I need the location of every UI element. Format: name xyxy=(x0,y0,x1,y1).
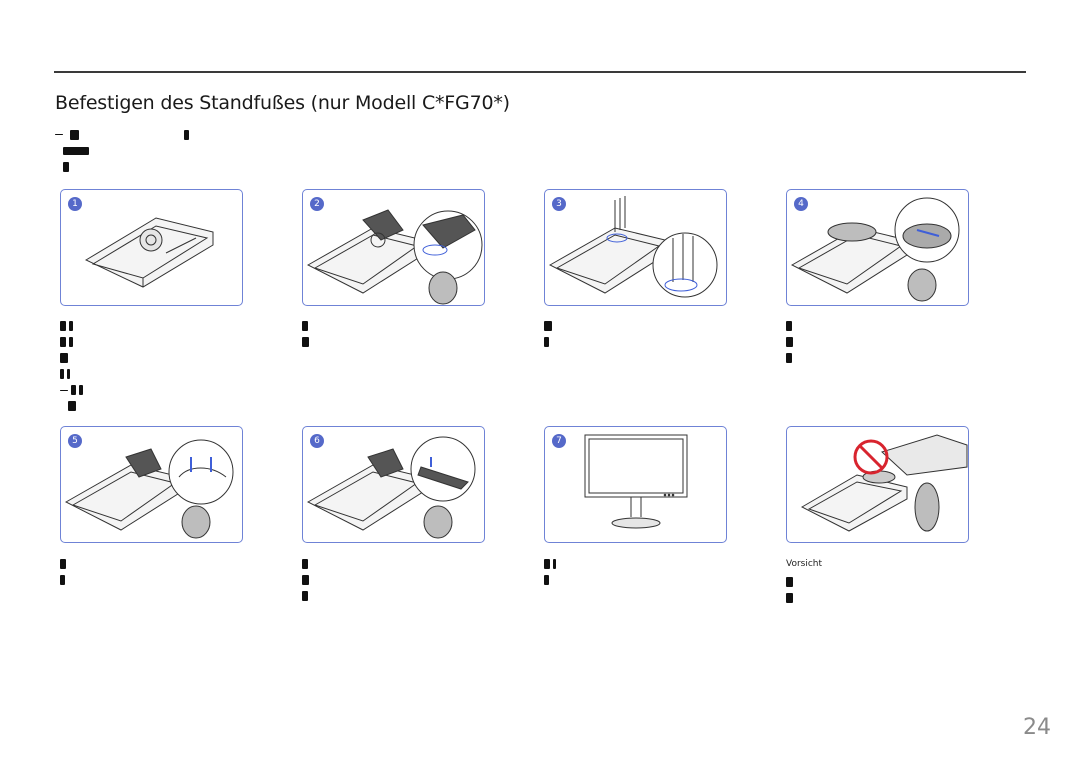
prohibited-lift-by-stand-icon xyxy=(800,434,968,532)
step-badge: 3 xyxy=(552,197,566,211)
step-7-illustration: 7 xyxy=(544,426,727,543)
intro-note-line-3 xyxy=(63,158,69,172)
caution-label: Vorsicht xyxy=(786,559,823,569)
step-2-illustration: 2 xyxy=(302,189,485,306)
step-badge: 4 xyxy=(794,197,808,211)
caution-caption: Vorsicht xyxy=(786,556,966,606)
screws-fasten-icon xyxy=(548,196,718,298)
page-number: 24 xyxy=(1023,715,1051,740)
cover-attach-icon xyxy=(306,436,476,539)
step-6-caption xyxy=(302,556,482,604)
step-2-caption xyxy=(302,318,482,350)
step-badge: 5 xyxy=(68,434,82,448)
step-6-illustration: 6 xyxy=(302,426,485,543)
step-4-caption xyxy=(786,318,966,366)
step-3-caption xyxy=(544,318,724,350)
top-rule xyxy=(54,71,1026,73)
page-title: Befestigen des Standfußes (nur Modell C*… xyxy=(55,92,510,114)
step-badge: 2 xyxy=(310,197,324,211)
step-5-caption xyxy=(60,556,240,588)
step-7-caption xyxy=(544,556,724,588)
monitor-upright-icon xyxy=(584,434,688,529)
monitor-back-face-down-icon xyxy=(84,217,214,288)
step-badge: 6 xyxy=(310,434,324,448)
step-1-illustration: 1 xyxy=(60,189,243,306)
step-badge: 1 xyxy=(68,197,82,211)
intro-note-line-2 xyxy=(63,142,89,155)
stand-neck-insert-icon xyxy=(306,209,483,305)
step-1-caption xyxy=(60,318,240,414)
step-badge: 7 xyxy=(552,434,566,448)
step-5-illustration: 5 xyxy=(60,426,243,543)
step-4-illustration: 4 xyxy=(786,189,969,306)
caution-illustration xyxy=(786,426,969,543)
stand-press-down-icon xyxy=(64,439,234,539)
stand-base-attach-icon xyxy=(790,197,960,302)
step-3-illustration: 3 xyxy=(544,189,727,306)
intro-note-line-1 xyxy=(55,126,189,140)
